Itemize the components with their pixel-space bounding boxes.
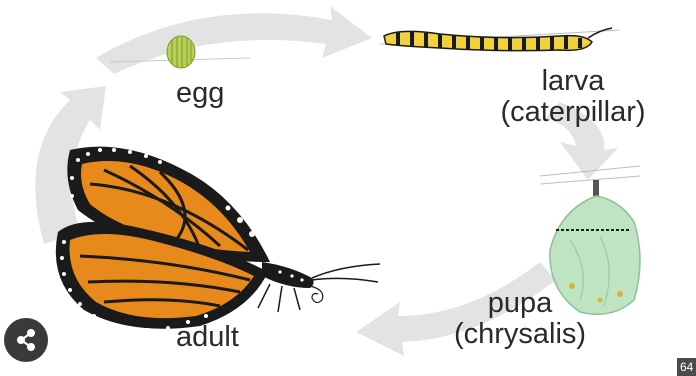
caterpillar-illustration	[380, 28, 620, 51]
share-button[interactable]	[4, 318, 48, 362]
share-icon	[4, 318, 48, 362]
page-badge: 64	[677, 358, 696, 376]
label-larva-line2: (caterpillar)	[468, 97, 678, 128]
label-larva: larva (caterpillar)	[468, 66, 678, 128]
label-adult-text: adult	[176, 321, 239, 353]
label-egg-text: egg	[176, 77, 224, 109]
butterfly-illustration	[56, 147, 380, 332]
label-adult: adult	[176, 322, 239, 353]
arrow-egg-to-larva	[96, 6, 372, 74]
label-pupa: pupa (chrysalis)	[420, 288, 620, 350]
label-egg: egg	[176, 78, 224, 109]
label-pupa-line2: (chrysalis)	[420, 319, 620, 350]
label-larva-line1: larva	[468, 66, 678, 97]
label-pupa-line1: pupa	[420, 288, 620, 319]
